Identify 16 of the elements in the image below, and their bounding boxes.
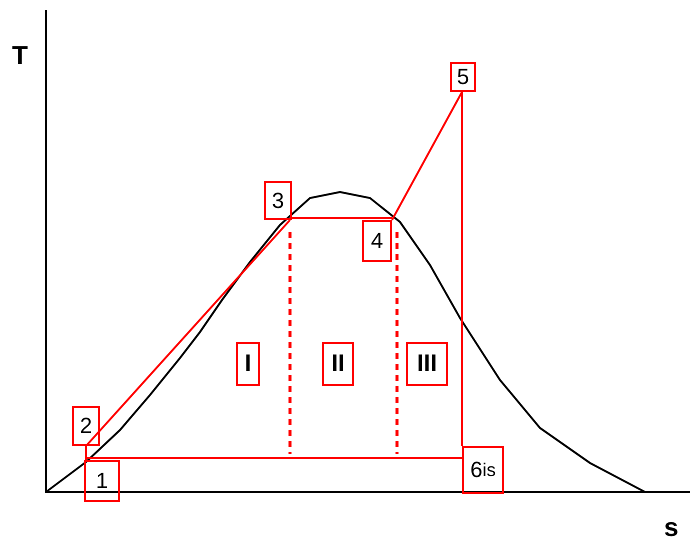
state-point-label: 2 (72, 406, 100, 446)
state-point-label: 4 (362, 220, 392, 262)
axis-label: s (664, 512, 678, 538)
state-point-label: 3 (264, 181, 292, 220)
region-label: I (236, 342, 260, 386)
region-label: II (322, 342, 354, 386)
axis-label: T (12, 40, 28, 71)
cycle-line (292, 217, 392, 219)
cycle-line (85, 219, 291, 447)
state-point-label: 1 (84, 460, 120, 502)
state-point-label: 5 (450, 62, 476, 92)
region-label: III (406, 342, 448, 386)
cycle-line (461, 92, 463, 446)
cycle-line (85, 446, 87, 460)
cycle-line (85, 457, 462, 461)
cycle-line (391, 92, 463, 220)
